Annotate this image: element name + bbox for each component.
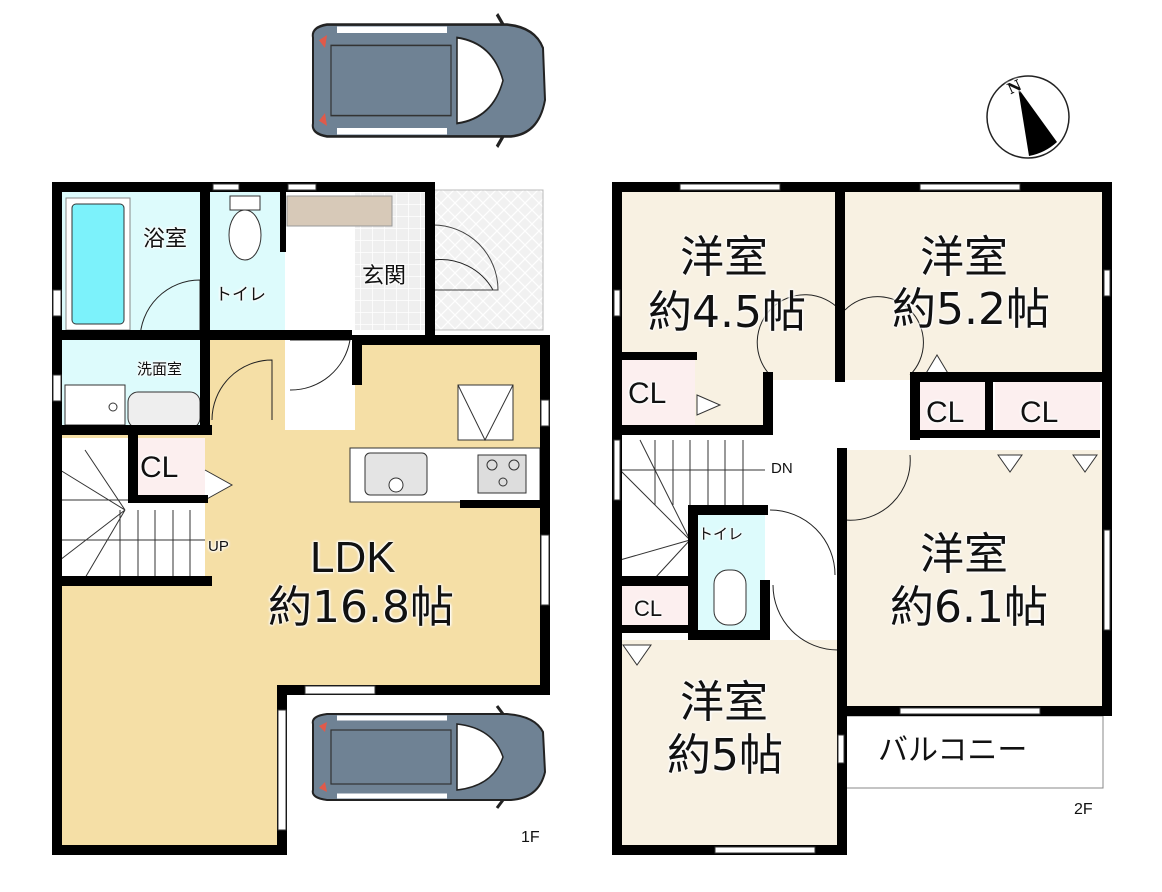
floor-2-label: 2F — [1074, 801, 1093, 818]
floor-2-plan — [612, 182, 1112, 855]
room-label-western-b: 洋室 — [920, 232, 1008, 283]
stairs-up-label: UP — [208, 538, 229, 555]
room-size-western-c: 約6.1帖 — [890, 582, 1048, 633]
room-label-western-d: 洋室 — [680, 677, 768, 728]
floor-1-label: 1F — [521, 829, 540, 846]
closet-label-1f: CL — [140, 451, 179, 484]
room-label-toilet-2f: トイレ — [698, 525, 744, 543]
room-label-western-c: 洋室 — [920, 529, 1008, 580]
room-label-ldk: LDK — [310, 533, 396, 582]
room-label-bath: 浴室 — [143, 227, 188, 252]
room-label-toilet-1f: トイレ — [215, 285, 266, 305]
room-size-ldk: 約16.8帖 — [268, 582, 454, 633]
room-label-western-a: 洋室 — [680, 232, 768, 283]
room-label-washroom: 洗面室 — [137, 360, 183, 378]
stairs-down-label: DN — [771, 460, 793, 477]
balcony-label: バルコニー — [878, 733, 1028, 768]
room-size-western-b: 約5.2帖 — [892, 284, 1050, 335]
compass-icon — [986, 75, 1070, 159]
floor-1-plan — [52, 14, 550, 855]
closet-label-a: CL — [628, 377, 667, 410]
closet-label-d: CL — [634, 596, 663, 621]
closet-label-c: CL — [1020, 396, 1059, 429]
room-label-entrance: 玄関 — [362, 264, 407, 289]
room-size-western-d: 約5帖 — [667, 730, 783, 781]
closet-label-b: CL — [926, 396, 965, 429]
room-size-western-a: 約4.5帖 — [648, 287, 806, 338]
